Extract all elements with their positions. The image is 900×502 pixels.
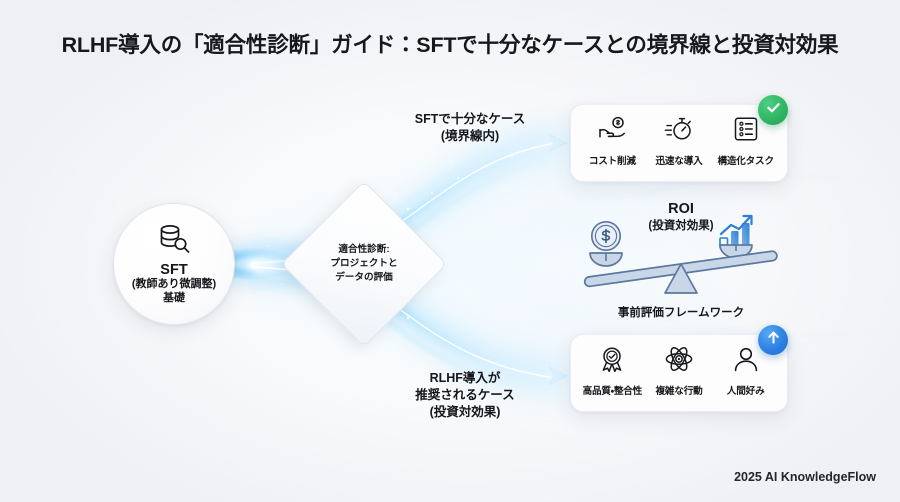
node-sft-caption: 基礎 [163,291,185,304]
branch-top-line-1: SFTで十分なケース [414,112,526,126]
card-item-complex-behavior[interactable]: 複雑な行動 [646,346,713,397]
status-badge-recommended [758,325,788,355]
roi-caption: 事前評価フレームワーク [617,307,745,319]
hand-coin-icon [597,116,627,147]
node-assessment-decision[interactable]: 適合性診断: プロジェクトと データの評価 [280,180,448,348]
card-bottom-items: 高品質・整合性 複雑な行動 [571,335,787,411]
diamond-line-3: データの評価 [335,271,393,283]
diamond-text: 適合性診断: プロジェクトと データの評価 [305,205,423,323]
status-badge-approved [758,95,788,125]
card-item-cost-reduction[interactable]: コスト削減 [579,116,646,167]
database-search-icon [156,223,192,260]
stopwatch-icon [664,116,694,147]
card-item-label: 人間好み [726,386,765,397]
card-item-label: 構造化タスク [717,156,774,167]
seesaw-balance-icon [583,214,778,294]
card-top-items: コスト削減 迅速な導入 [571,105,787,181]
branch-top-line-2: (境界線内) [440,128,500,143]
branch-label-bottom: RLHF導入が 推奨されるケース (投資対効果) [350,370,580,421]
page-title: RLHF導入の「適合性診断」ガイド：SFTで十分なケースとの境界線と投資対効果 [61,33,839,57]
checklist-icon [731,116,761,147]
card-item-label: 高品質・整合性 [582,386,643,397]
node-sft-source[interactable]: SFT (教師あり微調整) 基礎 [113,203,235,325]
award-ribbon-icon [597,346,627,377]
person-icon [731,346,761,377]
branch-label-top: SFTで十分なケース (境界線内) [355,111,585,145]
roi-framework-block: ROI (投資対効果) 事前評価フレームワーク [568,198,794,319]
branch-bottom-line-1: RLHF導入が [429,371,501,385]
diamond-line-1: 適合性診断: [338,244,390,256]
node-sft-subtitle: (教師あり微調整) [131,278,217,291]
card-item-label: 複雑な行動 [655,386,703,397]
check-circle-icon [765,99,782,121]
card-item-label: コスト削減 [588,156,636,167]
branch-bottom-line-3: (投資対効果) [429,404,501,419]
branch-bottom-line-2: 推奨されるケース [415,387,515,402]
diamond-line-2: プロジェクトと [330,258,398,270]
card-item-high-quality-alignment[interactable]: 高品質・整合性 [579,346,646,397]
card-item-label: 迅速な導入 [655,156,703,167]
footer-credit: 2025 AI KnowledgeFlow [734,470,876,484]
arrow-up-circle-icon [765,329,782,351]
card-item-fast-deployment[interactable]: 迅速な導入 [646,116,713,167]
node-sft-title: SFT [160,261,188,278]
card-rlhf-recommended[interactable]: 高品質・整合性 複雑な行動 [570,334,788,412]
atom-icon [664,346,694,377]
card-sft-sufficient[interactable]: コスト削減 迅速な導入 [570,104,788,182]
